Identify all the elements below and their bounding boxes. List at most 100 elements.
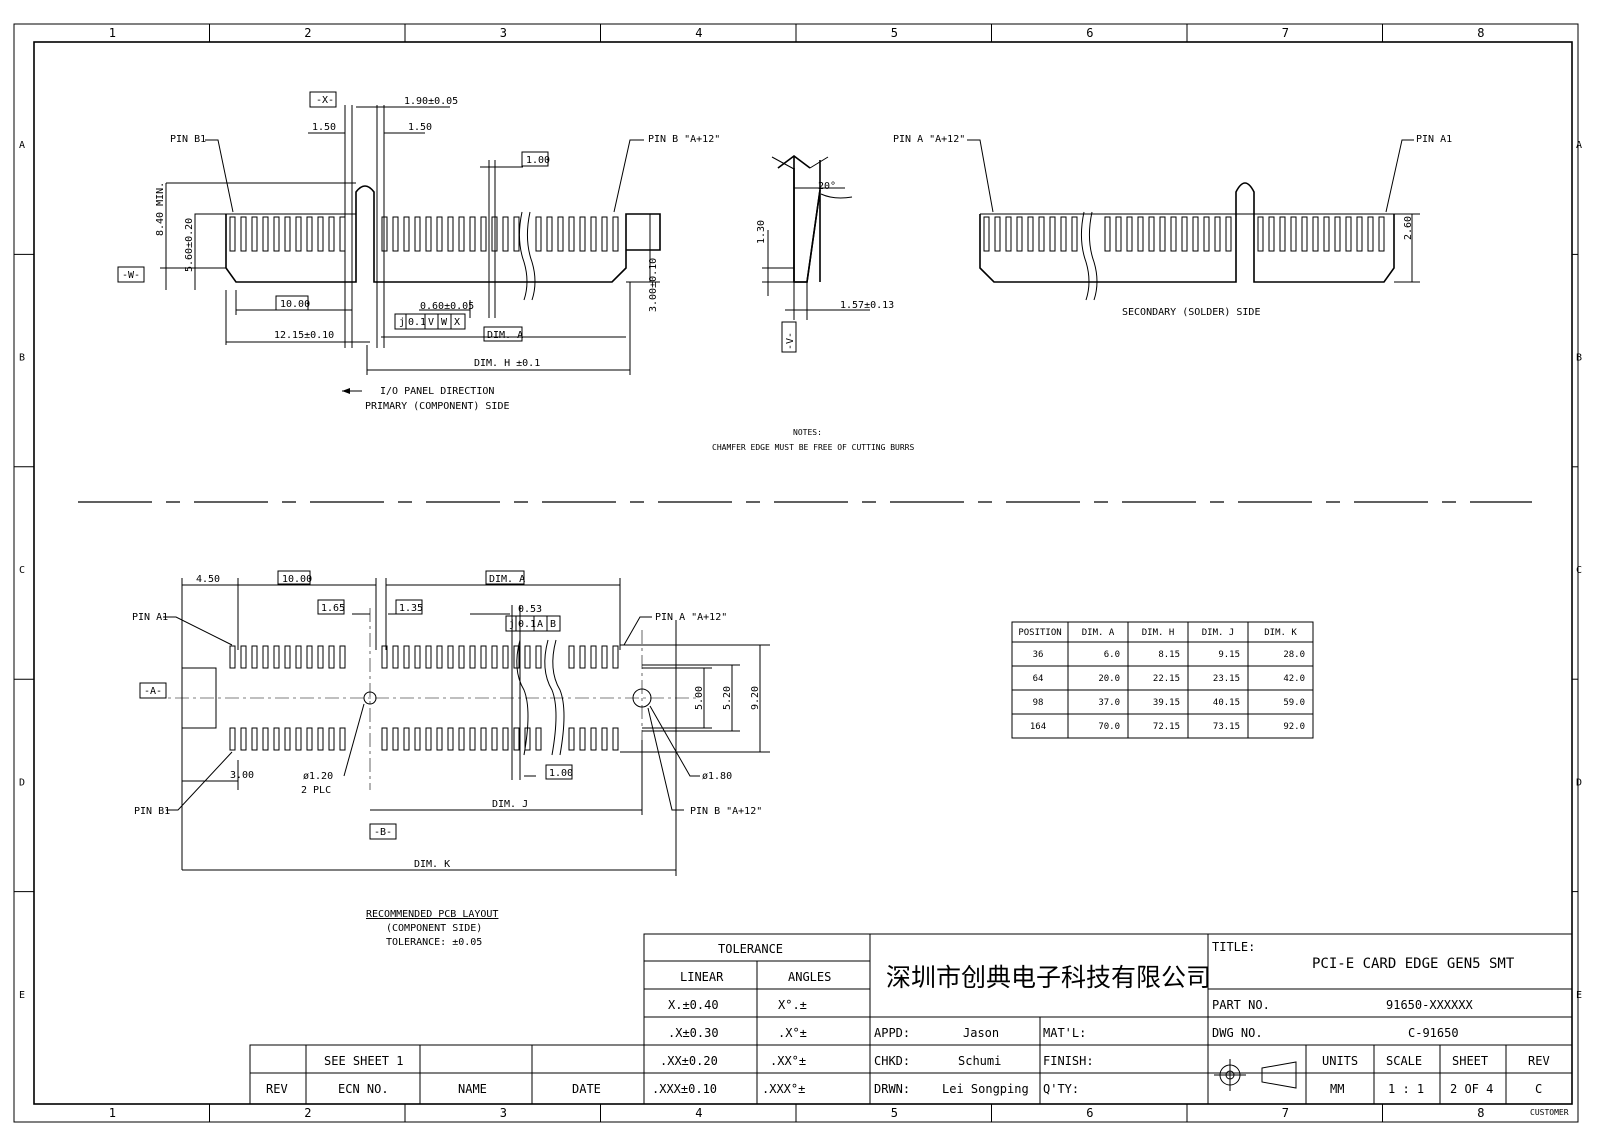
pcb-dim-450-label: 4.50: [196, 574, 220, 585]
basic-165-box: [317, 599, 345, 615]
contact-pad: [229, 645, 236, 669]
material-label: MAT'L:: [1043, 1026, 1086, 1040]
dim-060-label: 0.60±0.05: [420, 301, 474, 312]
contact-pad: [392, 216, 399, 252]
datum-w-label: -W-: [122, 270, 140, 281]
hole-120-qty-label: 2 PLC: [301, 785, 331, 796]
contact-pad: [1181, 216, 1188, 252]
datum-v-box: [781, 321, 797, 353]
sheet-value: 2 OF 4: [1450, 1082, 1493, 1096]
contact-pad: [339, 727, 346, 751]
dim-a-box: [483, 326, 523, 342]
contact-pad: [284, 727, 291, 751]
contact-pad: [994, 216, 1001, 252]
col-zone-8: 8: [1477, 1106, 1484, 1120]
pin-b1-label: PIN B1: [170, 134, 206, 145]
pcb-basic-10-box: [277, 570, 311, 585]
dim-1215-label: 12.15±0.10: [274, 330, 334, 341]
hole-120-label: ø1.20: [303, 771, 333, 782]
angle-label: 20°: [818, 181, 836, 192]
company-name: 深圳市创典电子科技有限公司: [886, 963, 1211, 992]
contact-pad: [579, 645, 586, 669]
table-cell: 73.15: [1213, 722, 1240, 732]
contact-pad: [1290, 216, 1297, 252]
appd-label: APPD:: [874, 1026, 910, 1040]
table-cell: 36: [1033, 650, 1044, 660]
contact-pad: [317, 645, 324, 669]
contact-pad: [240, 216, 247, 252]
contact-pad: [306, 645, 313, 669]
sec-pin-a-last-label: PIN A "A+12": [893, 134, 965, 145]
contact-pad: [392, 727, 399, 751]
contact-pad: [458, 645, 465, 669]
contact-pad: [339, 645, 346, 669]
contact-pad: [425, 216, 432, 252]
sheet-label: SHEET: [1452, 1054, 1488, 1068]
contact-pad: [480, 727, 487, 751]
tol-angle-3: .XX°±: [770, 1054, 806, 1068]
pcb-pin-a1-label: PIN A1: [132, 612, 168, 623]
dim-920-label: 9.20: [750, 686, 761, 710]
finish-label: FINISH:: [1043, 1054, 1094, 1068]
table-cell: 40.15: [1213, 698, 1240, 708]
dim-150-right-label: 1.50: [408, 122, 432, 133]
col-zone-5: 5: [891, 26, 898, 40]
third-angle-projection-symbol: [1214, 1059, 1297, 1091]
contact-pad: [381, 727, 388, 751]
dim-h-label: DIM. H ±0.1: [474, 358, 540, 369]
pcb-dim-a-label: DIM. A: [489, 574, 525, 585]
row-zone-B: B: [1576, 353, 1582, 364]
table-header-cell: DIM. K: [1264, 628, 1297, 638]
contact-pad: [1378, 216, 1385, 252]
basic-135-box: [395, 599, 423, 615]
rev-col-header: REV: [266, 1082, 288, 1096]
table-cell: 23.15: [1213, 674, 1240, 684]
contact-pad: [447, 216, 454, 252]
fcf-symbol: j: [399, 317, 405, 328]
datum-x-box: [309, 91, 337, 108]
contact-pad: [339, 216, 346, 252]
dim-130-label: 1.30: [756, 220, 767, 244]
pcb-caption-1: RECOMMENDED PCB LAYOUT: [366, 909, 498, 920]
chkd-label: CHKD:: [874, 1054, 910, 1068]
contact-pad: [458, 216, 465, 252]
datum-b-box: [369, 823, 397, 840]
contact-pad: [240, 645, 247, 669]
contact-pad: [524, 645, 531, 669]
chamfer-detail-view: [762, 155, 870, 353]
part-no-value: 91650-XXXXXX: [1386, 998, 1473, 1012]
contact-pad: [251, 216, 258, 252]
contact-pad: [1016, 216, 1023, 252]
dim-500-label: 5.00: [694, 686, 705, 710]
col-zone-6: 6: [1086, 26, 1093, 40]
contact-pad: [1334, 216, 1341, 252]
dim-100-label: 1.00: [526, 155, 550, 166]
contact-pad: [403, 645, 410, 669]
row-zone-D: D: [1576, 777, 1582, 788]
scale-label: SCALE: [1386, 1054, 1422, 1068]
angles-header: ANGLES: [788, 970, 831, 984]
col-zone-8: 8: [1477, 26, 1484, 40]
scale-value: 1 : 1: [1388, 1082, 1424, 1096]
contact-pad: [1038, 216, 1045, 252]
contact-pad: [436, 727, 443, 751]
contact-pad: [262, 727, 269, 751]
pcb-dim-300-label: 3.00: [230, 770, 254, 781]
contact-pad: [590, 727, 597, 751]
contact-pad: [1203, 216, 1210, 252]
dim-260-label: 2.60: [1403, 216, 1414, 240]
pcb-dim-a-box: [485, 570, 525, 585]
col-zone-5: 5: [891, 1106, 898, 1120]
contact-pad: [284, 645, 291, 669]
contact-pad: [1126, 216, 1133, 252]
pcb-pads: [229, 645, 619, 751]
contact-pad: [251, 727, 258, 751]
contact-pad: [1115, 216, 1122, 252]
col-zone-1: 1: [109, 26, 116, 40]
contact-pad: [425, 645, 432, 669]
table-cell: 9.15: [1218, 650, 1240, 660]
table-cell: 64: [1033, 674, 1044, 684]
contact-pad: [273, 645, 280, 669]
contact-pad: [295, 645, 302, 669]
